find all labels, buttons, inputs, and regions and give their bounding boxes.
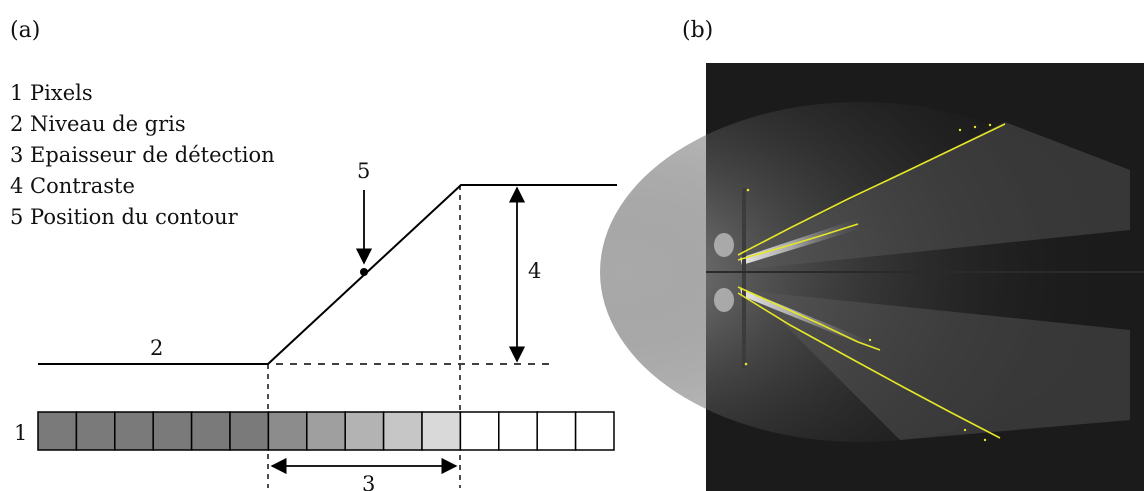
upper-outer-contour: [737, 123, 1006, 256]
legend-item-pixels: 1 Pixels: [10, 81, 93, 105]
panel-a-label: (a): [10, 18, 40, 43]
panel-a: (a) 1 Pixels 2 Niveau de gris 3 Epaisseu…: [10, 18, 617, 491]
pixel-cell: [344, 411, 385, 451]
legend-item-gray-level: 2 Niveau de gris: [10, 112, 186, 136]
pixel-cell: [536, 411, 577, 451]
upper-inner-contour: [737, 223, 859, 261]
pixel-cell: [229, 411, 270, 451]
pixel-cell: [37, 411, 78, 451]
pixel-cell: [75, 411, 116, 451]
legend-item-detection-thickness: 3 Epaisseur de détection: [10, 143, 275, 167]
lower-outer-contour: [737, 292, 1001, 439]
pixel-cell: [114, 411, 154, 451]
pixel-cell: [190, 411, 231, 451]
pixel-row: [37, 411, 615, 451]
detection-thickness-callout: 3: [362, 472, 375, 491]
contrast-callout: 4: [528, 259, 541, 283]
panel-b-label: (b): [682, 18, 713, 43]
pixel-cell: [152, 411, 193, 451]
contour-position-callout: 5: [357, 159, 370, 183]
pixels-callout: 1: [14, 421, 27, 445]
spray-image: [600, 63, 1144, 491]
panel-b: (b): [600, 18, 1144, 491]
pixel-cell: [459, 411, 500, 451]
pixel-cell: [306, 411, 346, 451]
pixel-cell: [421, 411, 462, 451]
pixel-cell: [574, 411, 615, 451]
lower-inner-contour: [737, 286, 881, 351]
legend-item-contrast: 4 Contraste: [10, 174, 135, 198]
legend: 1 Pixels 2 Niveau de gris 3 Epaisseur de…: [10, 81, 275, 229]
legend-item-contour-position: 5 Position du contour: [10, 205, 239, 229]
pixel-cell: [267, 411, 308, 451]
detected-contours: [737, 123, 1006, 442]
pixel-cell: [498, 411, 538, 451]
pixel-cell: [382, 411, 423, 451]
gray-level-callout: 2: [150, 336, 163, 360]
contour-position-dot: [360, 268, 368, 276]
